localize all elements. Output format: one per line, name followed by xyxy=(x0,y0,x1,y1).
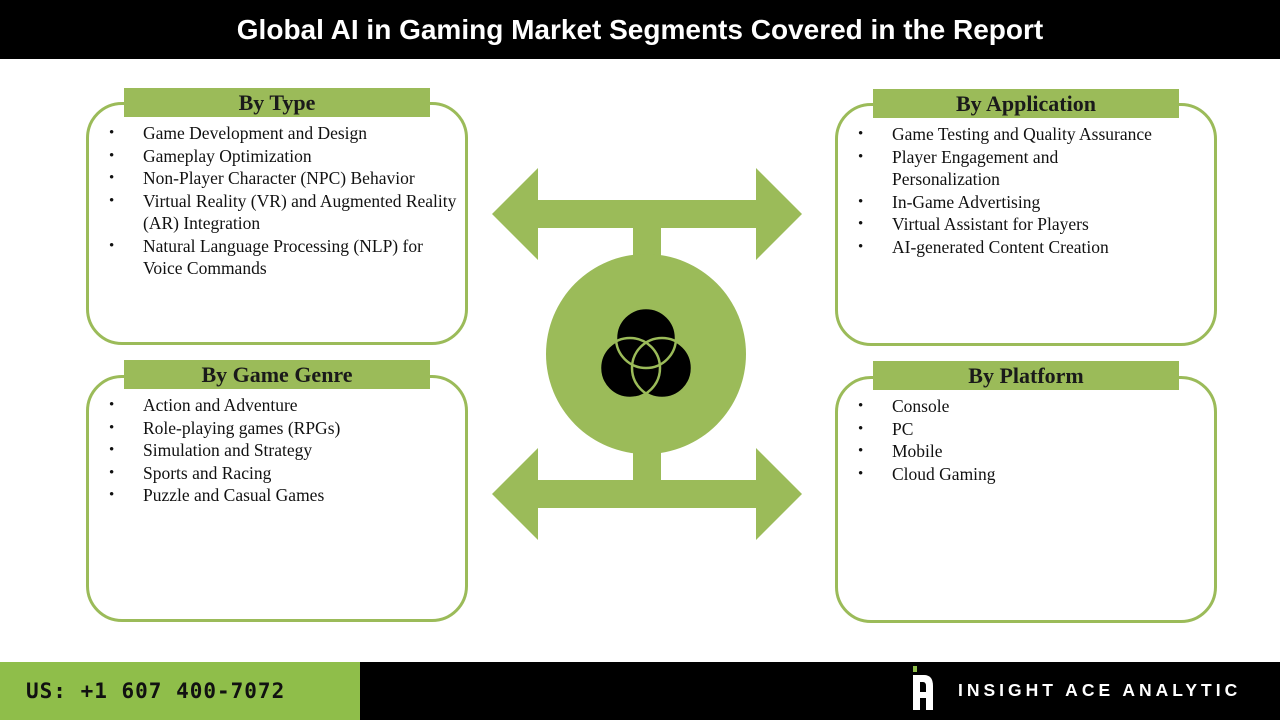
application-label: By Application xyxy=(873,89,1179,118)
phone-number: US: +1 607 400-7072 xyxy=(26,679,286,703)
center-graphic xyxy=(492,168,802,540)
list-item: Virtual Assistant for Players xyxy=(858,213,1198,236)
list-item: Virtual Reality (VR) and Augmented Reali… xyxy=(109,190,459,235)
list-item: Gameplay Optimization xyxy=(109,145,459,168)
list-item: Game Development and Design xyxy=(109,122,459,145)
list-item: Non-Player Character (NPC) Behavior xyxy=(109,167,459,190)
list-item: Simulation and Strategy xyxy=(109,439,459,462)
list-item: Role-playing games (RPGs) xyxy=(109,417,459,440)
footer-brand-bar: INSIGHT ACE ANALYTIC xyxy=(360,662,1280,720)
list-item: Mobile xyxy=(858,440,1198,463)
game-genre-label: By Game Genre xyxy=(124,360,430,389)
page-title: Global AI in Gaming Market Segments Cove… xyxy=(236,13,1044,45)
platform-list: Console PC Mobile Cloud Gaming xyxy=(858,395,1198,485)
list-item: Natural Language Processing (NLP) for Vo… xyxy=(109,235,459,280)
list-item: Cloud Gaming xyxy=(858,463,1198,486)
footer-phone-bar: US: +1 607 400-7072 xyxy=(0,662,360,720)
list-item: Game Testing and Quality Assurance xyxy=(858,123,1198,146)
insight-ace-logo-icon xyxy=(913,666,933,710)
game-genre-list: Action and Adventure Role-playing games … xyxy=(109,394,459,507)
list-item: PC xyxy=(858,418,1198,441)
list-item: Sports and Racing xyxy=(109,462,459,485)
top-double-arrow xyxy=(492,168,802,260)
venn-diagram-icon xyxy=(598,306,694,400)
list-item: In-Game Advertising xyxy=(858,191,1198,214)
type-list: Game Development and Design Gameplay Opt… xyxy=(109,122,459,280)
list-item: Console xyxy=(858,395,1198,418)
list-item: Puzzle and Casual Games xyxy=(109,484,459,507)
application-list: Game Testing and Quality Assurance Playe… xyxy=(858,123,1198,258)
page-header: Global AI in Gaming Market Segments Cove… xyxy=(0,0,1280,59)
list-item: Player Engagement and Personalization xyxy=(858,146,1092,191)
list-item: Action and Adventure xyxy=(109,394,459,417)
platform-label: By Platform xyxy=(873,361,1179,390)
brand-name: INSIGHT ACE ANALYTIC xyxy=(958,680,1242,700)
type-label: By Type xyxy=(124,88,430,117)
list-item: AI-generated Content Creation xyxy=(858,236,1198,259)
bottom-double-arrow xyxy=(492,448,802,540)
